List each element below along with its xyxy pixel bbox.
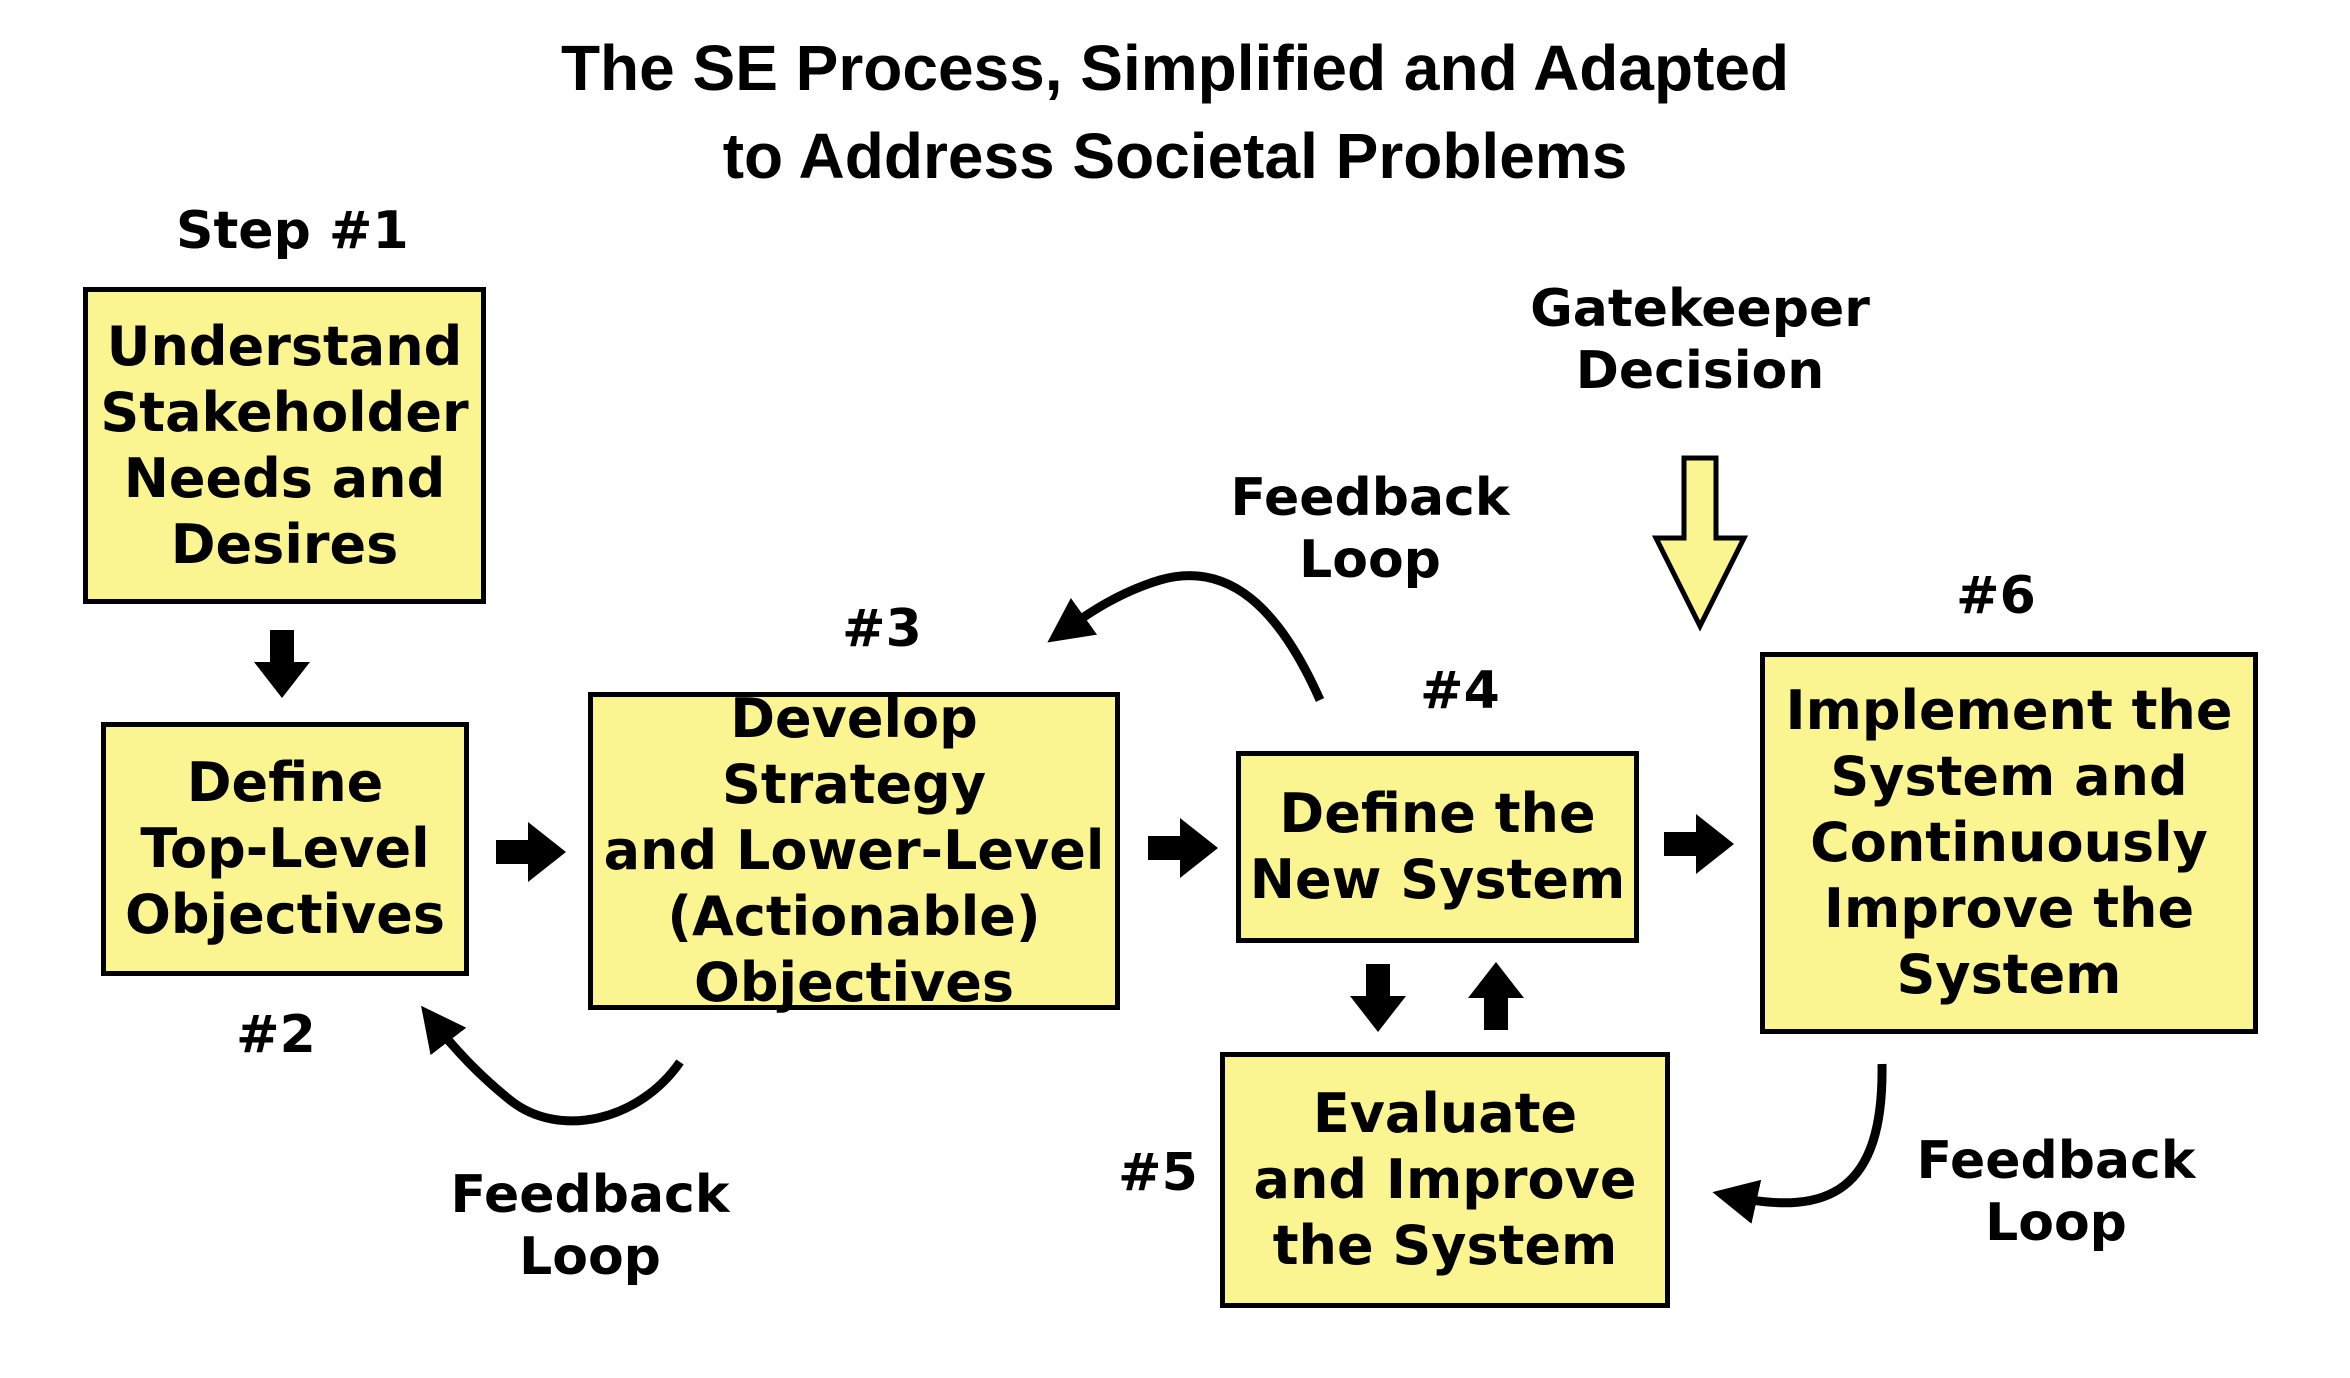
step1-label: Understand Stakeholder Needs and Desires [100, 314, 469, 576]
step1-number: Step #1 [176, 201, 409, 261]
feedback-curve-step4-to-step3 [1047, 571, 1325, 702]
feedback-loop-label-bottom-right: Feedback Loop [1916, 1131, 2196, 1253]
arrow-step4-to-step5 [1350, 964, 1406, 1032]
step1-box: Understand Stakeholder Needs and Desires [83, 287, 486, 604]
gatekeeper-decision-label: Gatekeeper Decision [1530, 279, 1870, 401]
step6-number: #6 [1956, 566, 2036, 626]
step3-number: #3 [842, 599, 922, 659]
step2-box: Define Top-Level Objectives [101, 722, 469, 976]
step4-box: Define the New System [1236, 751, 1639, 943]
feedback-curve-step3-to-step2 [421, 1005, 684, 1126]
step2-number: #2 [236, 1005, 316, 1065]
diagram-title-line-2: to Address Societal Problems [722, 120, 1628, 192]
step4-number: #4 [1420, 661, 1500, 721]
step6-label: Implement the System and Continuously Im… [1785, 679, 2233, 1006]
step5-box: Evaluate and Improve the System [1220, 1052, 1670, 1308]
arrow-step1-to-step2 [254, 630, 310, 698]
gatekeeper-arrow-icon [1651, 455, 1749, 632]
feedback-curve-step6-to-step5 [1712, 1063, 1887, 1224]
step5-label: Evaluate and Improve the System [1253, 1082, 1637, 1277]
step2-label: Define Top-Level Objectives [125, 751, 445, 946]
feedback-loop-label-bottom-left: Feedback Loop [450, 1165, 730, 1287]
arrow-step5-to-step4 [1468, 962, 1524, 1030]
arrow-step4-to-step6 [1664, 814, 1734, 874]
feedback-loop-label-top: Feedback Loop [1230, 468, 1510, 590]
diagram-title-line-1: The SE Process, Simplified and Adapted [560, 32, 1790, 104]
step5-number: #5 [1118, 1143, 1198, 1203]
step3-label: Develop Strategy and Lower-Level (Action… [603, 687, 1105, 1014]
step3-box: Develop Strategy and Lower-Level (Action… [588, 687, 1120, 1014]
arrow-step3-to-step4 [1148, 818, 1218, 878]
arrow-step2-to-step3 [496, 822, 566, 882]
step6-box: Implement the System and Continuously Im… [1760, 652, 2258, 1034]
step4-label: Define the New System [1249, 782, 1626, 911]
